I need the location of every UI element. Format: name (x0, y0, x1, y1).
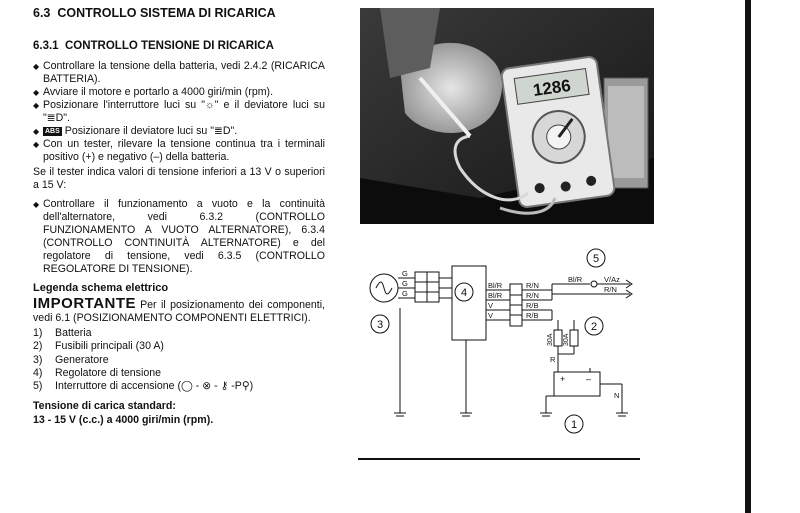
diamond-bullet-icon: ◆ (33, 62, 40, 71)
svg-text:R/B: R/B (526, 311, 539, 320)
probe-tip (418, 76, 472, 138)
bullet-item: ◆ Con un tester, rilevare la tensione co… (33, 138, 325, 163)
diamond-bullet-icon: ◆ (33, 101, 40, 110)
probe-lead (499, 197, 557, 215)
bullet-item: ◆ Controllare il funzionamento a vuoto e… (33, 198, 325, 275)
photo-shadow (360, 158, 654, 224)
connector-block (426, 271, 440, 303)
legend-item: 1)Batteria (33, 327, 92, 339)
svg-text:G: G (402, 289, 408, 298)
svg-text:–: – (586, 374, 591, 384)
legend-item: 5)Interruttore di accensione (◯ - ⊗ - ⚷ … (33, 380, 254, 393)
bullet-item: ◆ Controllare la tensione della batteria… (33, 60, 325, 85)
section-divider (358, 458, 640, 460)
sleeve-shape (380, 8, 440, 78)
svg-text:R/N: R/N (604, 285, 617, 294)
legend-list: 1)Batteria 2)Fusibili principali (30 A) … (33, 327, 325, 393)
note-paragraph: Se il tester indica valori di tensione i… (33, 166, 325, 191)
svg-text:V: V (488, 311, 493, 320)
multimeter-photo: 1286 (360, 8, 654, 224)
fuse (569, 329, 579, 347)
callout-1: 1 (571, 419, 577, 431)
wiring-schematic: 1 2 3 4 5 G G G Bl/R Bl/R V V R/N R/N R/… (369, 248, 633, 434)
svg-text:30A: 30A (563, 333, 570, 346)
text-column: 6.3 CONTROLLO SISTEMA DI RICARICA 6.3.1 … (33, 6, 325, 427)
svg-text:V/Az: V/Az (604, 275, 620, 284)
bullet-item: ◆ Posizionare l'interruttore luci su "☼"… (33, 99, 325, 124)
svg-text:R/N: R/N (526, 281, 539, 290)
legend-title: Legenda schema elettrico (33, 282, 169, 294)
standard-voltage-value: 13 - 15 V (c.c.) a 4000 giri/min (rpm). (33, 414, 214, 427)
callout-4: 4 (461, 287, 467, 299)
bullet-item: ◆ Avviare il motore e portarlo a 4000 gi… (33, 86, 274, 98)
callout-5: 5 (593, 253, 599, 265)
legend-item: 4)Regolatore di tensione (33, 366, 162, 379)
meter-display (513, 68, 590, 105)
ignition-switch-contact (590, 280, 598, 288)
svg-text:+: + (560, 374, 565, 384)
regulator-box (451, 265, 487, 341)
legend-item: 3)Generatore (33, 353, 109, 366)
svg-text:R/B: R/B (526, 301, 539, 310)
svg-text:G: G (402, 279, 408, 288)
svg-text:N: N (614, 391, 619, 400)
standard-voltage-title: Tensione di carica standard: (33, 400, 176, 413)
section-title: 6.3 CONTROLLO SISTEMA DI RICARICA (33, 6, 276, 20)
legend-item: 2)Fusibili principali (30 A) (33, 340, 164, 353)
callout-2: 2 (591, 321, 597, 333)
callout-3: 3 (377, 319, 383, 331)
multimeter-body: 1286 (500, 56, 616, 208)
diamond-bullet-icon: ◆ (33, 127, 40, 136)
battery-face (608, 86, 644, 178)
page-edge-rule (745, 0, 751, 513)
diamond-bullet-icon: ◆ (33, 200, 40, 209)
svg-text:Bl/R: Bl/R (488, 291, 503, 300)
diamond-bullet-icon: ◆ (33, 140, 40, 149)
fuse (553, 329, 563, 347)
probe-lead (453, 134, 529, 202)
svg-text:R: R (550, 355, 556, 364)
diamond-bullet-icon: ◆ (33, 88, 40, 97)
subsection-title: 6.3.1 CONTROLLO TENSIONE DI RICARICA (33, 40, 274, 52)
abs-badge: ABS (43, 127, 62, 136)
svg-text:Bl/R: Bl/R (488, 281, 503, 290)
svg-text:G: G (402, 269, 408, 278)
svg-text:R/N: R/N (526, 291, 539, 300)
svg-text:Bl/R: Bl/R (568, 275, 583, 284)
svg-text:V: V (488, 301, 493, 310)
svg-text:30A: 30A (547, 333, 554, 346)
connector-block (414, 271, 428, 303)
